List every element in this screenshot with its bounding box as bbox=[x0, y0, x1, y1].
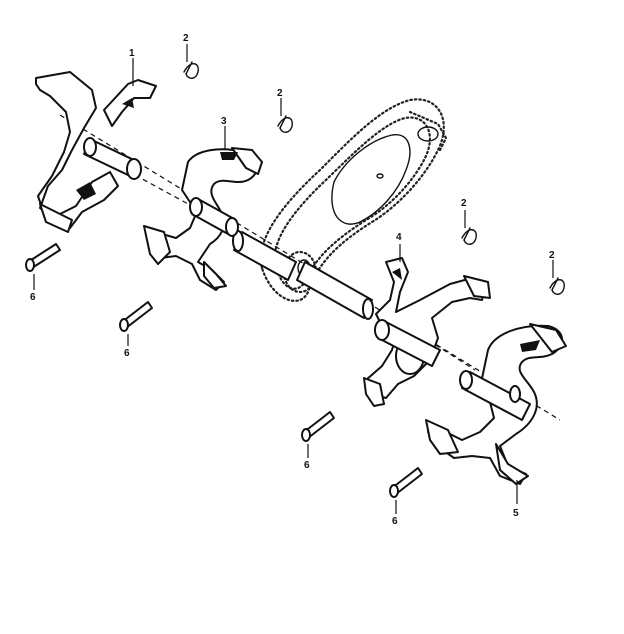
callout-part-6-c: 6 bbox=[304, 460, 310, 471]
clevis-pin-d bbox=[389, 467, 423, 498]
leader-lines bbox=[33, 44, 554, 514]
callout-part-1: 1 bbox=[129, 48, 135, 59]
callout-part-6-d: 6 bbox=[392, 516, 398, 527]
callout-part-2-a: 2 bbox=[183, 33, 189, 44]
tine-part-4 bbox=[363, 257, 491, 407]
callout-part-6-b: 6 bbox=[124, 348, 130, 359]
tine-part-3 bbox=[143, 147, 263, 291]
center-shaft bbox=[232, 230, 374, 320]
hairpin-clip-c bbox=[461, 227, 477, 245]
tine-part-1 bbox=[35, 71, 157, 233]
hairpin-clip-d bbox=[549, 277, 565, 295]
callout-part-3: 3 bbox=[221, 116, 227, 127]
clevis-pin-c bbox=[301, 411, 335, 442]
callout-part-6-a: 6 bbox=[30, 292, 36, 303]
clevis-pin-b bbox=[119, 301, 153, 332]
hairpin-clip-a bbox=[183, 61, 199, 79]
callout-part-2-d: 2 bbox=[549, 250, 555, 261]
clevis-pin-a bbox=[25, 243, 61, 272]
tine-part-5 bbox=[425, 323, 567, 485]
hairpin-clip-b bbox=[277, 115, 293, 133]
callout-part-5: 5 bbox=[513, 508, 519, 519]
callout-part-2-c: 2 bbox=[461, 198, 467, 209]
callout-part-4: 4 bbox=[396, 232, 402, 243]
callout-part-2-b: 2 bbox=[277, 88, 283, 99]
